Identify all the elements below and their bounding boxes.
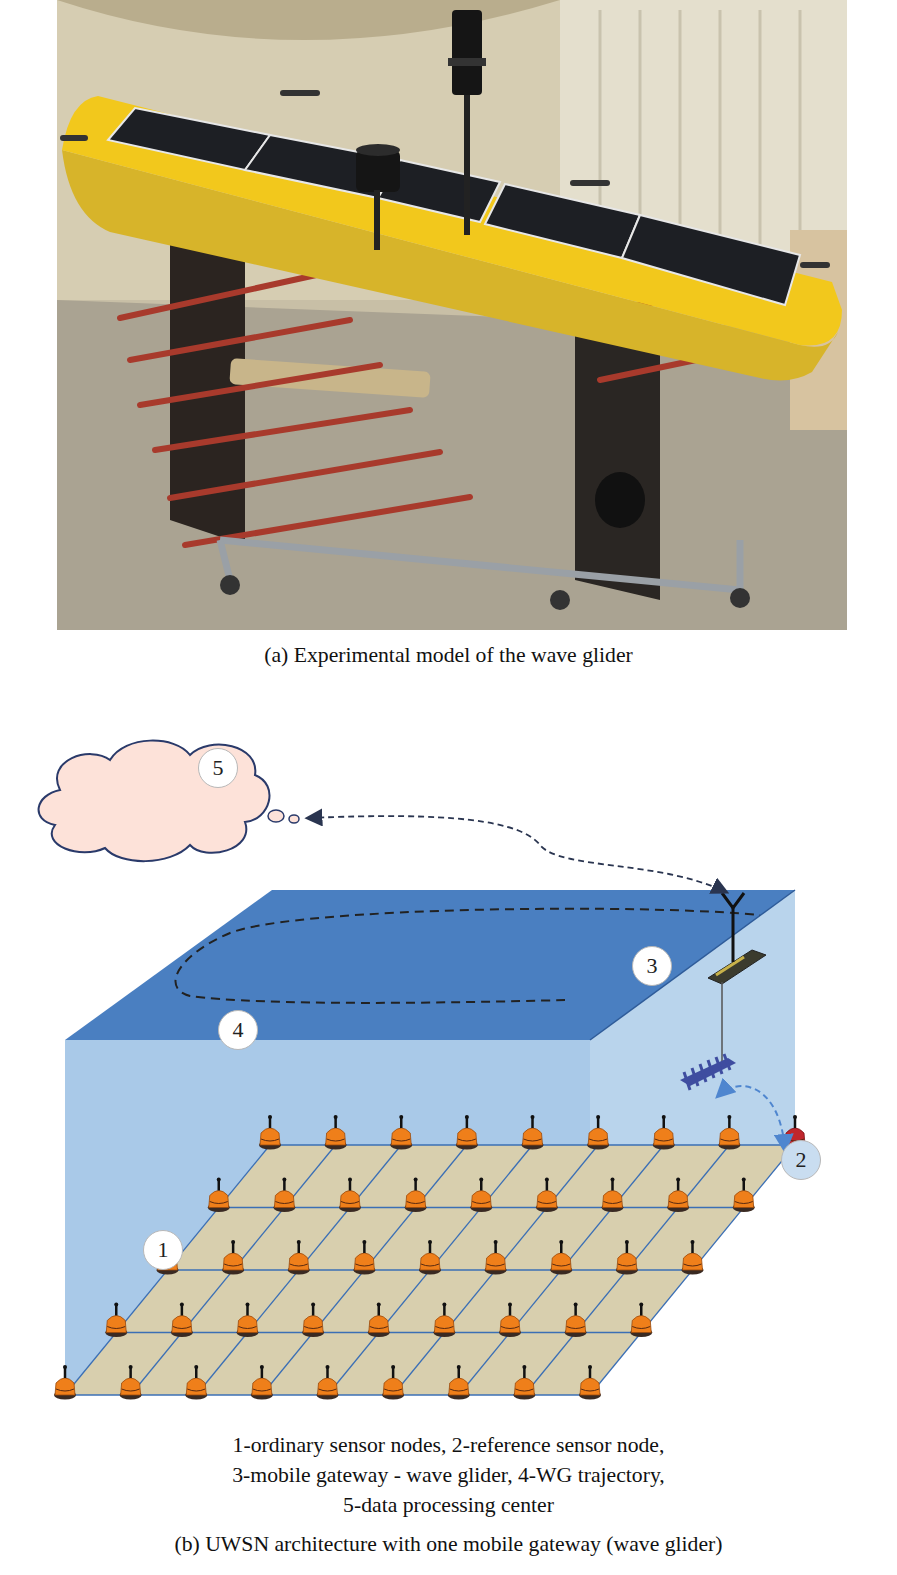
callout-number: 4 (233, 1019, 244, 1041)
grid-line (196, 1145, 401, 1395)
sensor-node (433, 1303, 455, 1338)
sensor-node (325, 1115, 347, 1150)
sensor-node (419, 1240, 441, 1275)
sensor-node (630, 1303, 652, 1338)
sensor-node (587, 1115, 609, 1150)
sensor-node (513, 1365, 535, 1400)
sensor-node (718, 1115, 740, 1150)
acoustic-link (718, 1086, 785, 1150)
sensor-node (456, 1115, 478, 1150)
sensor-node (273, 1178, 295, 1213)
sensor-node (616, 1240, 638, 1275)
sensor-node (171, 1303, 193, 1338)
sensor-node (653, 1115, 675, 1150)
sensor-node (105, 1303, 127, 1338)
cloud (39, 741, 270, 862)
caption-text: (b) UWSN architecture with one mobile ga… (0, 1530, 897, 1558)
uwsn-scene (39, 741, 806, 1400)
sensor-node (733, 1178, 755, 1213)
wave-glider-photo (57, 0, 847, 630)
sensor-node (353, 1240, 375, 1275)
sensor-node (288, 1240, 310, 1275)
callout-number: 1 (158, 1239, 169, 1261)
grid-line (328, 1145, 533, 1395)
sensor-node (499, 1303, 521, 1338)
sensor-node (302, 1303, 324, 1338)
grid-line (590, 1145, 795, 1395)
caption-text: (a) Experimental model of the wave glide… (0, 641, 897, 669)
callout-number: 3 (647, 955, 658, 977)
sensor-node (579, 1365, 601, 1400)
callout-circle: 1 (143, 1230, 183, 1270)
sensor-node (448, 1365, 470, 1400)
wave-glider-symbol (680, 893, 766, 1090)
sensor-node (536, 1178, 558, 1213)
sensor-node (339, 1178, 361, 1213)
grid-line (524, 1145, 729, 1395)
sensor-node (208, 1178, 230, 1213)
radio-link (308, 816, 726, 892)
callout-circle: 3 (632, 946, 672, 986)
callout-circle: 2 (781, 1140, 821, 1180)
sensor-node (54, 1365, 76, 1400)
sensor-node (667, 1178, 689, 1213)
sensor-node (565, 1303, 587, 1338)
callout-circle: 5 (198, 748, 238, 788)
sensor-node (317, 1365, 339, 1400)
sensor-node (259, 1115, 281, 1150)
sensor-node (222, 1240, 244, 1275)
caption-text: 5-data processing center (0, 1491, 897, 1519)
wg-trajectory (175, 909, 760, 1003)
sensor-node (682, 1240, 704, 1275)
sensor-node (237, 1303, 259, 1338)
sensor-node (120, 1365, 142, 1400)
grid-line (131, 1145, 336, 1395)
callout-circle: 4 (218, 1010, 258, 1050)
sensor-node (405, 1178, 427, 1213)
sensor-node (368, 1303, 390, 1338)
sensor-grid (54, 1115, 806, 1400)
sensor-node (485, 1240, 507, 1275)
sensor-node (550, 1240, 572, 1275)
grid-line (262, 1145, 467, 1395)
sensor-node (382, 1365, 404, 1400)
grid-line (393, 1145, 598, 1395)
sensor-node (470, 1178, 492, 1213)
grid-line (459, 1145, 664, 1395)
sensor-node (251, 1365, 273, 1400)
caption-text: 1-ordinary sensor nodes, 2-reference sen… (0, 1431, 897, 1459)
sensor-node (390, 1115, 412, 1150)
sensor-node (185, 1365, 207, 1400)
sensor-node (522, 1115, 544, 1150)
sensor-node (602, 1178, 624, 1213)
caption-text: 3-mobile gateway - wave glider, 4-WG tra… (0, 1461, 897, 1489)
callout-number: 2 (796, 1149, 807, 1171)
grid-line (65, 1145, 270, 1395)
callout-number: 5 (213, 757, 224, 779)
